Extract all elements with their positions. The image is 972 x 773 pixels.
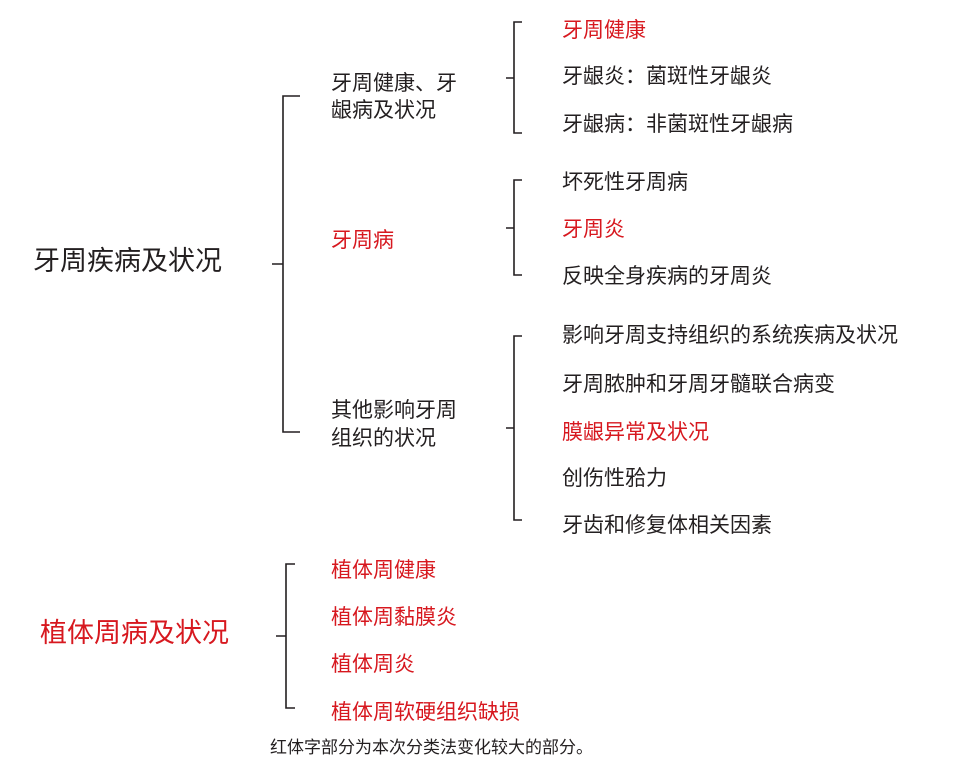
group2-label: 牙周病 [331, 228, 394, 252]
group1-item: 牙周健康 [562, 18, 646, 42]
group1-label-line1: 牙周健康、牙 [331, 71, 457, 95]
group3-item: 牙齿和修复体相关因素 [562, 513, 772, 537]
group2-item: 牙周炎 [562, 217, 625, 241]
caption: 红体字部分为本次分类法变化较大的部分。 [270, 738, 593, 758]
group2-item: 反映全身疾病的牙周炎 [562, 264, 772, 288]
root2-item: 植体周软硬组织缺损 [331, 700, 520, 724]
group3-bracket [506, 335, 522, 521]
group2-item: 坏死性牙周病 [562, 170, 688, 194]
root2-bracket [276, 563, 295, 709]
root2-label: 植体周病及状况 [40, 618, 229, 649]
group1-label-line2: 龈病及状况 [331, 98, 436, 122]
root2-item: 植体周黏膜炎 [331, 605, 457, 629]
root1-label: 牙周疾病及状况 [33, 246, 222, 277]
group3-item: 影响牙周支持组织的系统疾病及状况 [562, 323, 898, 347]
group1-item: 牙龈炎：菌斑性牙龈炎 [562, 64, 772, 88]
group3-label-line2: 组织的状况 [331, 426, 436, 450]
group2-bracket [506, 179, 522, 276]
group3-item: 膜龈异常及状况 [562, 420, 709, 444]
group3-item: 创伤性𬌗力 [562, 466, 667, 490]
root2-item: 植体周炎 [331, 652, 415, 676]
group3-label-line1: 其他影响牙周 [331, 398, 457, 422]
group1-item: 牙龈病：非菌斑性牙龈病 [562, 112, 793, 136]
group1-bracket [506, 21, 522, 134]
group3-item: 牙周脓肿和牙周牙髓联合病变 [562, 372, 835, 396]
root1-bracket [272, 95, 300, 433]
root2-item: 植体周健康 [331, 558, 436, 582]
